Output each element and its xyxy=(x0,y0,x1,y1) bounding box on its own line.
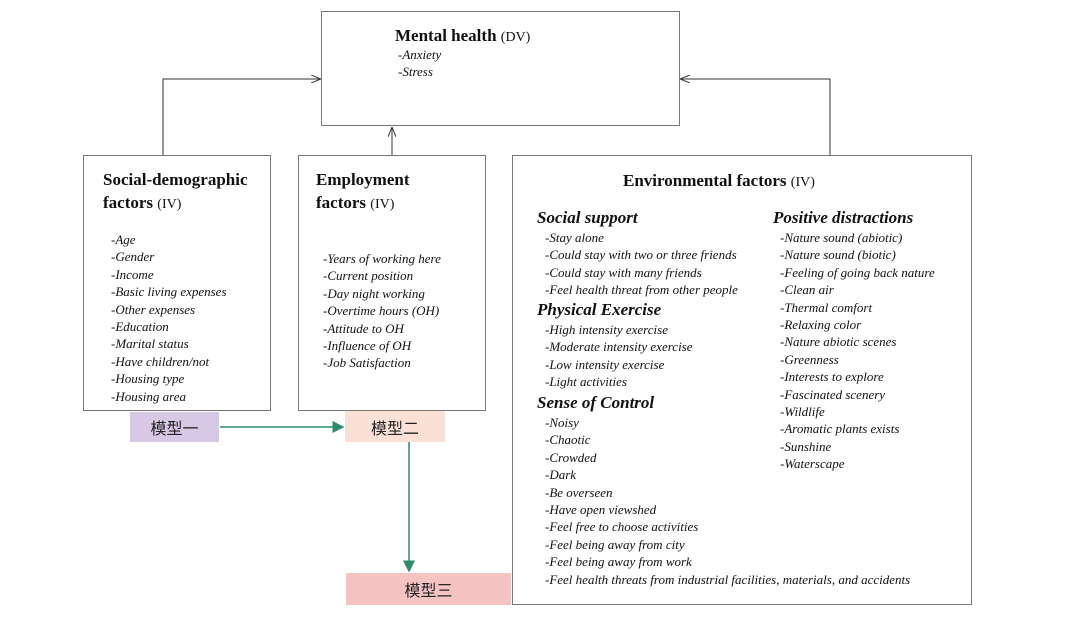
list-item: -Current position xyxy=(323,268,414,284)
social-demographic-box: Social-demographic factors (IV) -Age -Ge… xyxy=(83,155,271,411)
dv-list: -Anxiety -Stress xyxy=(398,46,441,81)
list-item: -Sunshine xyxy=(780,438,832,454)
list-item: -Years of working here xyxy=(323,251,441,266)
physical-exercise-list: -High intensity exercise -Moderate inten… xyxy=(545,321,693,391)
social-support-list: -Stay alone -Could stay with two or thre… xyxy=(545,229,738,299)
employment-tag: (IV) xyxy=(370,197,395,212)
list-item: -Age xyxy=(111,232,136,247)
mental-health-title: Mental health (DV) xyxy=(395,26,531,45)
model-3-label: 模型三 xyxy=(346,573,511,605)
list-item: -Housing type xyxy=(111,371,185,387)
list-item: -Relaxing color xyxy=(780,317,862,333)
list-item: -Attitude to OH xyxy=(323,320,404,336)
list-item: -Feel health threat from other people xyxy=(545,282,738,298)
model-2-label: 模型二 xyxy=(345,411,445,442)
list-item: -Feel free to choose activities xyxy=(545,519,699,535)
list-item: -Other expenses xyxy=(111,301,196,317)
physical-exercise-title: Physical Exercise xyxy=(537,300,662,319)
list-item: -Housing area xyxy=(111,388,186,404)
arrow-social-to-dv xyxy=(162,79,320,155)
list-item: -Light activities xyxy=(545,374,627,390)
list-item: -Anxiety xyxy=(398,47,442,62)
arrow-environment-to-dv xyxy=(681,79,831,155)
list-item: -Greenness xyxy=(780,351,839,367)
list-item: -Have children/not xyxy=(111,353,210,369)
social-list: -Age -Gender -Income -Basic living expen… xyxy=(111,231,227,405)
list-item: -Feeling of going back nature xyxy=(780,264,935,280)
list-item: -Basic living expenses xyxy=(111,284,227,300)
positive-distractions-title: Positive distractions xyxy=(773,208,914,227)
list-item: -Low intensity exercise xyxy=(545,356,665,372)
environmental-tag: (IV) xyxy=(790,175,815,190)
list-item: -Aromatic plants exists xyxy=(780,421,900,437)
environmental-title: Environmental factors (IV) xyxy=(623,171,815,190)
employment-title: Employment factors (IV) xyxy=(316,170,410,212)
list-item: -Waterscape xyxy=(780,456,845,472)
list-item: -High intensity exercise xyxy=(545,322,668,337)
list-item: -Marital status xyxy=(111,336,189,352)
environmental-box: Environmental factors (IV) Social suppor… xyxy=(512,155,972,605)
list-item: -Feel health threats from industrial fac… xyxy=(545,571,911,587)
social-demographic-title: Social-demographic factors (IV) xyxy=(103,170,248,212)
list-item: -Overtime hours (OH) xyxy=(323,303,440,319)
list-item: -Nature abiotic scenes xyxy=(780,334,897,350)
list-item: -Noisy xyxy=(545,415,579,430)
social-tag: (IV) xyxy=(157,197,182,212)
list-item: -Wildlife xyxy=(780,404,825,420)
list-item: -Job Satisfaction xyxy=(323,355,411,371)
list-item: -Chaotic xyxy=(545,432,591,448)
social-support-title: Social support xyxy=(537,208,638,227)
list-item: -Fascinated scenery xyxy=(780,386,886,402)
sense-of-control-list: -Noisy -Chaotic -Crowded -Dark -Be overs… xyxy=(545,414,910,588)
list-item: -Stress xyxy=(398,64,433,80)
list-item: -Feel being away from city xyxy=(545,536,685,552)
list-item: -Dark xyxy=(545,467,577,483)
positive-distractions-list: -Nature sound (abiotic) -Nature sound (b… xyxy=(780,229,935,473)
mental-health-box: Mental health (DV) -Anxiety -Stress xyxy=(321,11,680,126)
list-item: -Could stay with two or three friends xyxy=(545,247,737,263)
list-item: -Day night working xyxy=(323,285,425,301)
dv-tag: (DV) xyxy=(500,30,531,45)
list-item: -Influence of OH xyxy=(323,338,412,354)
employment-box: Employment factors (IV) -Years of workin… xyxy=(298,155,486,411)
model-1-label: 模型一 xyxy=(130,412,219,442)
list-item: -Education xyxy=(111,319,169,335)
sense-of-control-title: Sense of Control xyxy=(537,393,655,412)
list-item: -Clean air xyxy=(780,282,834,298)
list-item: -Have open viewshed xyxy=(545,502,657,518)
list-item: -Crowded xyxy=(545,449,597,465)
list-item: -Interests to explore xyxy=(780,369,884,385)
list-item: -Feel being away from work xyxy=(545,554,692,570)
list-item: -Moderate intensity exercise xyxy=(545,339,693,355)
list-item: -Gender xyxy=(111,249,155,265)
list-item: -Income xyxy=(111,266,154,282)
employment-list: -Years of working here -Current position… xyxy=(323,250,441,372)
list-item: -Thermal comfort xyxy=(780,299,873,315)
list-item: -Nature sound (abiotic) xyxy=(780,230,903,245)
list-item: -Be overseen xyxy=(545,484,613,500)
list-item: -Stay alone xyxy=(545,230,604,245)
list-item: -Could stay with many friends xyxy=(545,264,702,280)
list-item: -Nature sound (biotic) xyxy=(780,247,896,263)
